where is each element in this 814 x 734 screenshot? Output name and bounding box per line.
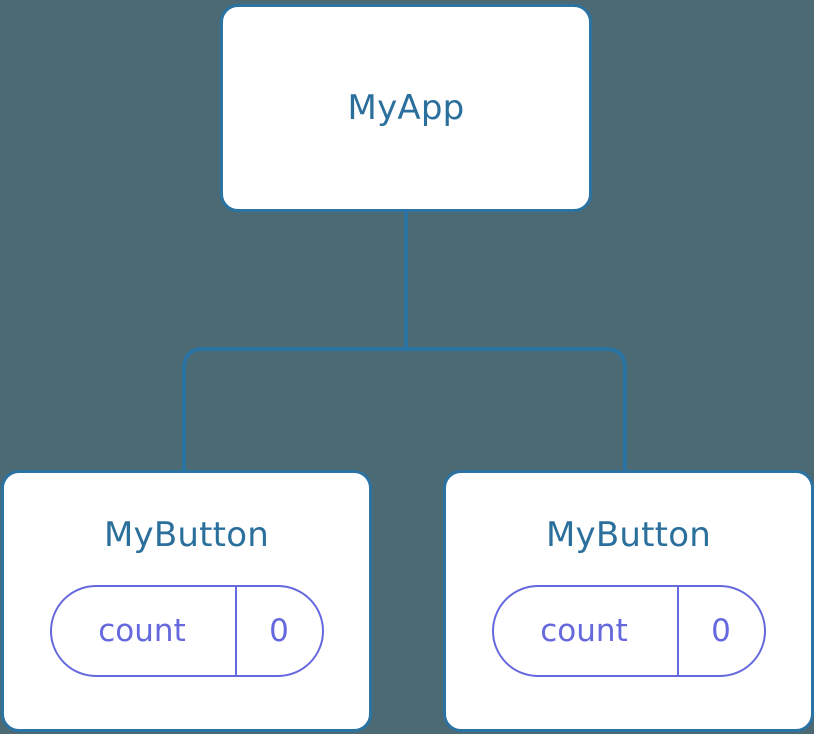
node-myapp[interactable]: MyApp xyxy=(220,4,592,212)
state-value: 0 xyxy=(711,612,731,649)
edge-myapp-to-mybutton-1 xyxy=(406,347,627,474)
node-mybutton-1[interactable]: MyButton count 0 xyxy=(443,470,814,732)
edge-myapp-to-mybutton-0 xyxy=(182,347,406,474)
state-pill[interactable]: count 0 xyxy=(491,585,766,677)
node-title: MyApp xyxy=(347,88,465,128)
state-pill[interactable]: count 0 xyxy=(49,585,324,677)
state-value: 0 xyxy=(269,612,289,649)
state-key: count xyxy=(52,587,237,675)
node-mybutton-0[interactable]: MyButton count 0 xyxy=(1,470,372,732)
node-title: MyButton xyxy=(104,515,269,555)
state-key: count xyxy=(494,587,679,675)
node-title: MyButton xyxy=(546,515,711,555)
